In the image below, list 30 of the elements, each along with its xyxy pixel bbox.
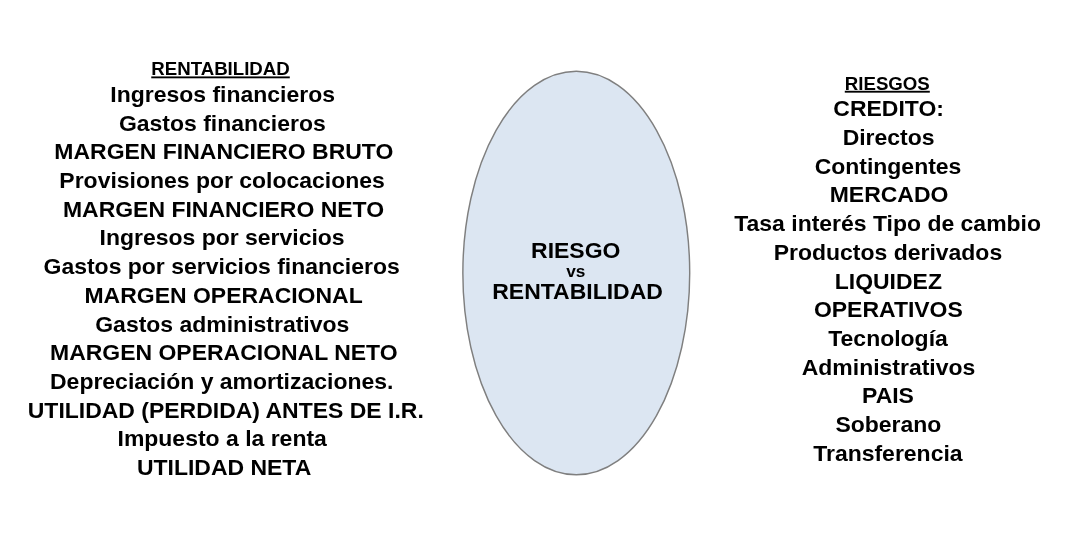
label: Soberano xyxy=(835,410,942,437)
label: Ingresos por servicios xyxy=(99,223,345,250)
label: Transferencia xyxy=(813,439,963,466)
label: OPERATIVOS xyxy=(813,295,963,322)
label: Gastos financieros xyxy=(118,109,326,136)
label: Contingentes xyxy=(814,152,962,179)
label: MARGEN OPERACIONAL xyxy=(84,281,363,308)
label: Gastos por servicios financieros xyxy=(43,252,400,279)
label: MERCADO xyxy=(829,180,949,207)
node-ellipse: RIESGO vs RENTABILIDAD xyxy=(462,70,691,475)
label: MARGEN OPERACIONAL NETO xyxy=(50,338,398,365)
label: Ingresos financieros xyxy=(110,80,335,107)
label: Directos xyxy=(842,123,935,150)
label: Productos derivados xyxy=(773,238,1003,265)
label: Tasa interés Tipo de cambio xyxy=(734,209,1042,236)
label: Tecnología xyxy=(828,324,948,351)
label: Provisiones por colocaciones xyxy=(59,166,385,193)
label: Administrativos xyxy=(801,353,976,380)
label: UTILIDAD (PERDIDA) ANTES DE I.R. xyxy=(27,396,424,423)
label: RIESGOS xyxy=(844,72,930,94)
label: CREDITO: xyxy=(833,94,944,121)
label: MARGEN FINANCIERO NETO xyxy=(62,195,385,222)
label: MARGEN FINANCIERO BRUTO xyxy=(54,137,394,164)
label: LIQUIDEZ xyxy=(834,267,942,294)
label: Impuesto a la renta xyxy=(117,424,327,451)
label: RENTABILIDAD xyxy=(151,57,290,79)
label: Depreciación y amortizaciones. xyxy=(50,367,394,394)
label: UTILIDAD NETA xyxy=(136,453,312,480)
label: PAIS xyxy=(862,381,914,408)
label: Gastos administrativos xyxy=(95,310,350,337)
